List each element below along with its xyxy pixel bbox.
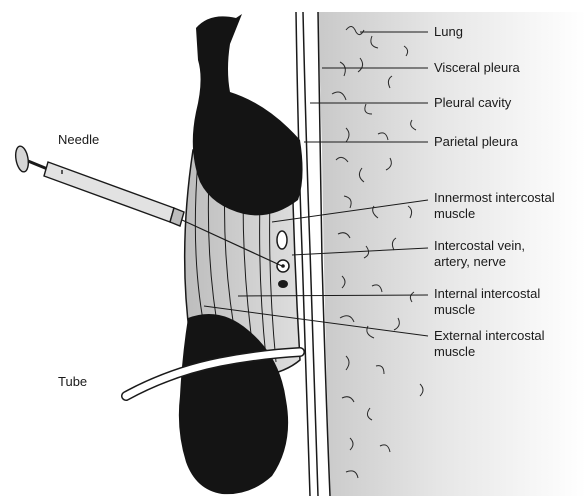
label-parietal-pleura: Parietal pleura [434, 134, 518, 149]
intercostal-vein [277, 231, 287, 249]
label-vessels-line2: artery, nerve [434, 254, 506, 269]
label-tube: Tube [58, 374, 87, 389]
label-internal-line2: muscle [434, 302, 475, 317]
label-external-line1: External intercostal [434, 328, 545, 343]
label-pleural-cavity: Pleural cavity [434, 95, 511, 110]
label-innermost-line1: Innermost intercostal [434, 190, 555, 205]
plunger-thumb [14, 145, 30, 173]
upper-rib [193, 14, 303, 215]
label-needle: Needle [58, 132, 99, 147]
label-internal-line1: Internal intercostal [434, 286, 540, 301]
label-vessels-line1: Intercostal vein, [434, 238, 525, 253]
label-external-line2: muscle [434, 344, 475, 359]
label-innermost-line2: muscle [434, 206, 475, 221]
label-visceral-pleura: Visceral pleura [434, 60, 520, 75]
label-lung: Lung [434, 24, 463, 39]
intercostal-nerve [278, 280, 288, 288]
